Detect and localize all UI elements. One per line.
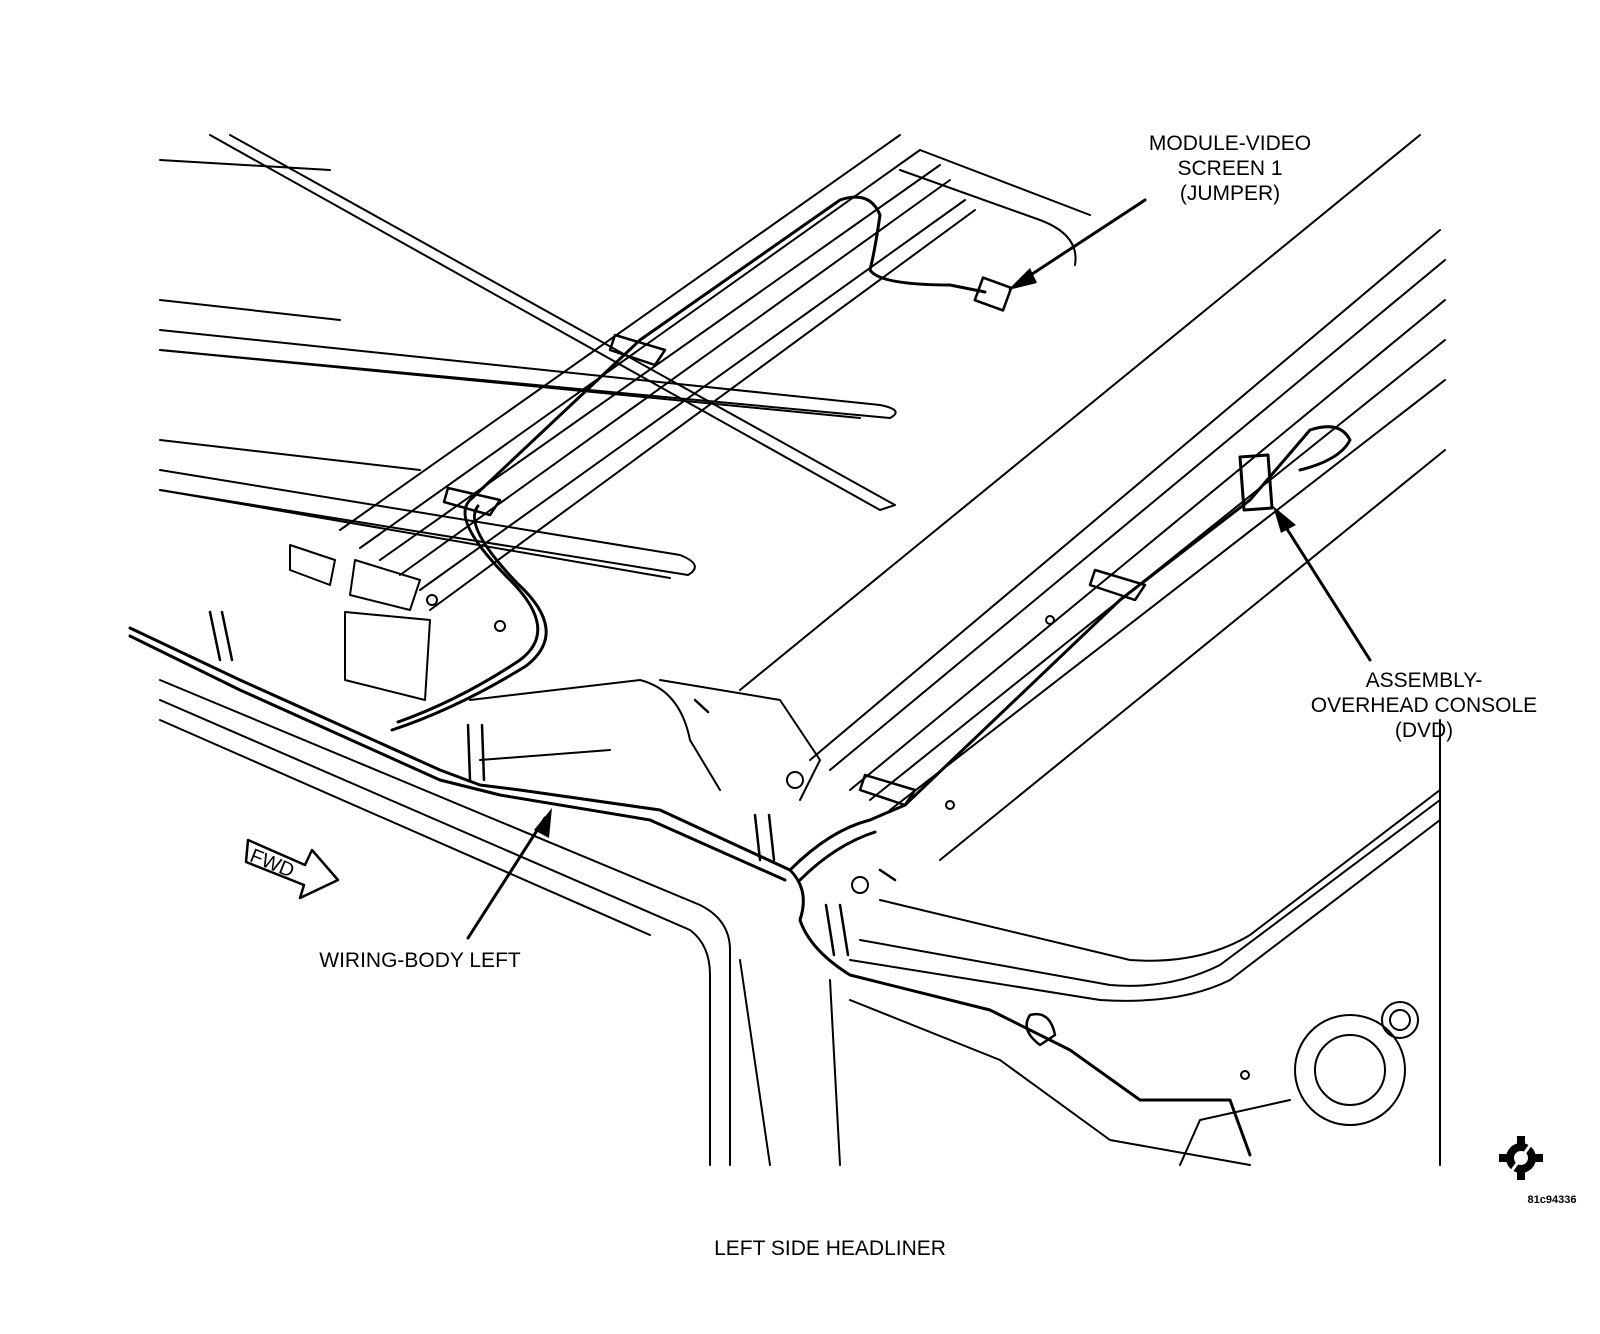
leader-arrows — [466, 198, 1372, 940]
right-roof-rail — [739, 134, 1446, 861]
wiring-body-label: WIRING-BODY LEFT — [319, 949, 521, 972]
wiring-body-leader — [466, 816, 547, 940]
overhead-console-callout: ASSEMBLY- OVERHEAD CONSOLE (DVD) — [1298, 668, 1550, 743]
left-roof-rail — [289, 134, 976, 701]
diagram-caption: LEFT SIDE HEADLINER — [714, 1237, 946, 1260]
module-video-line-2: SCREEN 1 — [1177, 157, 1283, 180]
wiring-body-callout: WIRING-BODY LEFT — [300, 948, 540, 973]
overhead-console-line-3: (DVD) — [1394, 719, 1454, 742]
overhead-console-line-2: OVERHEAD CONSOLE — [1310, 694, 1538, 717]
module-video-callout: MODULE-VIDEO SCREEN 1 (JUMPER) — [1135, 131, 1325, 206]
overhead-console-leader — [1278, 516, 1372, 662]
video-jumper-harness — [390, 195, 1013, 732]
roof-bows — [159, 134, 1091, 579]
wiring-body-left — [128, 425, 1352, 1157]
arrowheads — [534, 268, 1296, 838]
forward-arrow-icon — [244, 838, 340, 900]
module-video-leader — [1018, 198, 1147, 284]
harness-clips — [208, 333, 1274, 1047]
gear-slash-icon — [1499, 1136, 1543, 1180]
module-video-line-3: (JUMPER) — [1179, 182, 1281, 205]
module-video-line-1: MODULE-VIDEO — [1148, 132, 1312, 155]
figure-id: 81c94336 — [1527, 1194, 1577, 1206]
body-frame — [159, 594, 1441, 1166]
overhead-console-line-1: ASSEMBLY- — [1365, 669, 1483, 692]
